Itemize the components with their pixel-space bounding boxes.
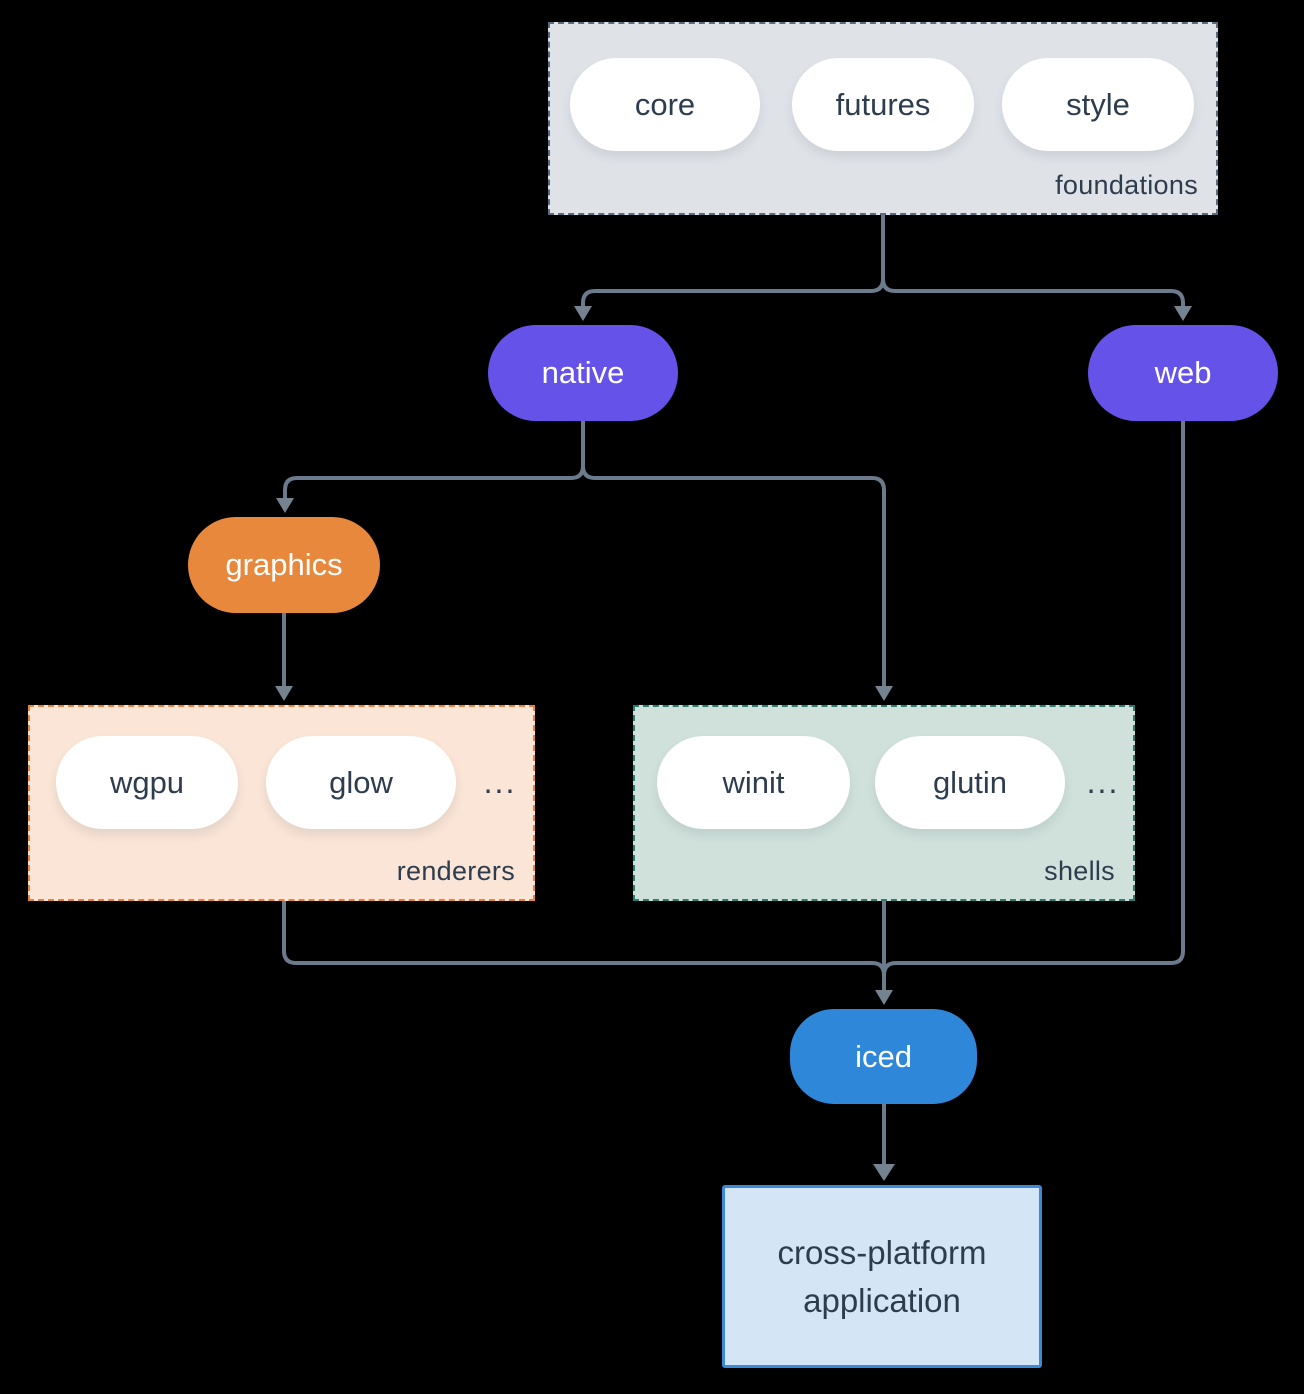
pill-style: style: [1002, 58, 1194, 151]
node-graphics: graphics: [188, 517, 380, 613]
node-application: cross-platform application: [722, 1185, 1042, 1368]
edge-native-shells: [581, 421, 886, 688]
arrowhead-renderers: [275, 686, 293, 701]
group-renderers-label: renderers: [396, 856, 515, 886]
arrowhead-iced: [875, 990, 893, 1005]
arrowhead-shells: [875, 686, 893, 701]
pill-wgpu: wgpu: [56, 736, 238, 829]
pill-glutin: glutin: [875, 736, 1065, 829]
renderers-ellipsis: ...: [483, 764, 517, 800]
node-web: web: [1088, 325, 1278, 421]
node-iced: iced: [790, 1009, 977, 1104]
pill-futures: futures: [792, 58, 974, 151]
shells-ellipsis: ...: [1086, 764, 1120, 800]
arrowhead-web: [1174, 306, 1192, 321]
arrowhead-graphics: [276, 498, 294, 513]
edge-native-graphics: [283, 421, 585, 500]
group-foundations: core futures style foundations: [548, 22, 1218, 215]
group-shells-label: shells: [1044, 856, 1115, 886]
group-foundations-label: foundations: [1055, 170, 1198, 200]
node-native: native: [488, 325, 678, 421]
pill-core: core: [570, 58, 760, 151]
edge-foundations-native: [581, 215, 885, 308]
group-renderers: wgpu glow ... renderers: [28, 705, 535, 901]
edge-foundations-web: [881, 215, 1185, 308]
arrowhead-native: [574, 306, 592, 321]
group-shells: winit glutin ... shells: [633, 705, 1135, 901]
pill-glow: glow: [266, 736, 456, 829]
edge-renderers-iced: [282, 901, 886, 976]
pill-winit: winit: [657, 736, 850, 829]
arrowhead-application: [873, 1164, 895, 1181]
